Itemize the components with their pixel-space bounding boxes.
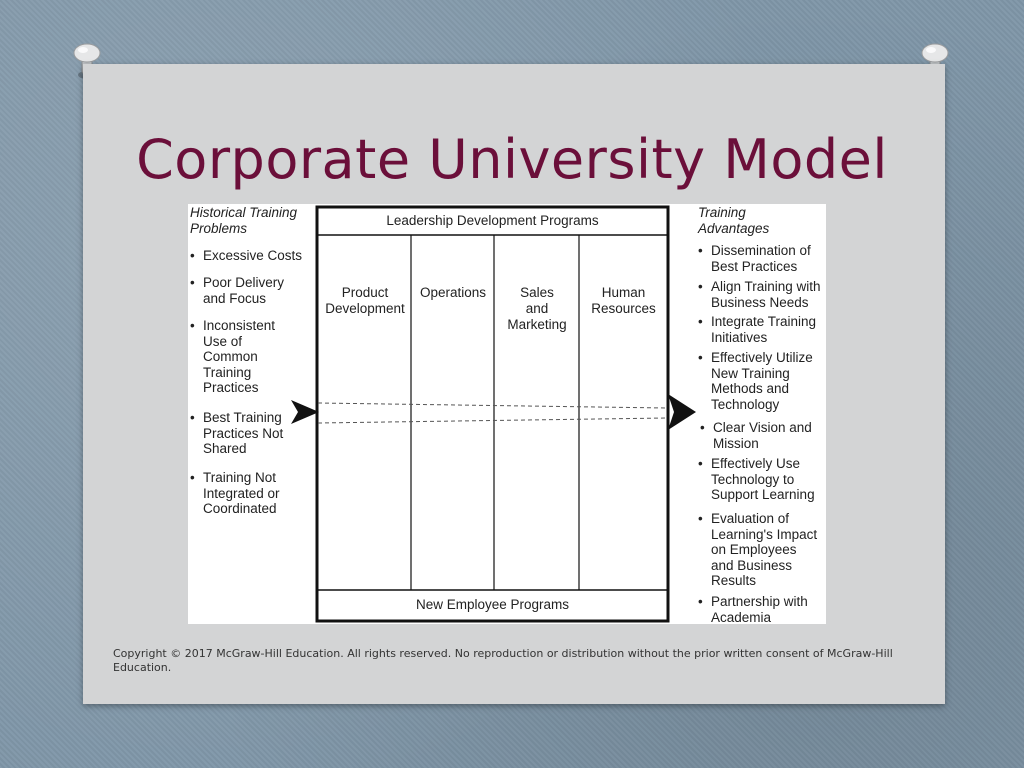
advantage-line: Best Practices [711,258,798,274]
column-label-product-development: Product Development [319,285,411,317]
problem-line: Practices [203,380,259,396]
advantage-line: Technology [711,396,780,412]
problem-line: Practices Not [203,425,284,441]
problem-item: • Training Not Integrated or Coordinated [190,470,280,517]
bullet: • [190,470,195,485]
column-label-line: Resources [591,301,656,316]
advantage-line: Results [711,573,757,589]
advantage-line: Initiatives [711,329,768,345]
bullet: • [698,511,703,526]
advantage-line: Methods and [711,381,790,397]
bullet: • [698,456,703,471]
advantage-line: Align Training with [711,279,821,294]
advantage-line: Effectively Use [711,456,801,471]
left-heading: Historical Training Problems [190,205,297,237]
problem-line: Integrated or [203,485,280,501]
advantage-line: Partnership with [711,594,808,609]
problem-line: Training Not [203,470,277,485]
problem-line: Shared [203,441,247,457]
advantage-line: Learning's Impact [711,526,818,542]
advantage-line: Support Learning [711,487,815,503]
advantage-item: • Effectively Utilize New Training Metho… [698,350,813,412]
advantage-line: and Business [711,557,793,573]
column-label-line: Sales [520,285,554,300]
advantage-item: • Clear Vision and Mission [700,420,812,451]
left-heading-line: Historical Training [190,205,298,220]
advantage-line: Evaluation of [711,511,790,526]
column-label-line: Product [341,285,389,300]
problem-item: • Best Training Practices Not Shared [190,410,284,457]
right-heading-line: Advantages [698,221,770,236]
problem-line: Training [203,364,252,380]
problem-line: Inconsistent [203,318,276,333]
column-label-line: and [525,301,549,316]
problem-line: and Focus [203,290,267,306]
advantage-line: Integrate Training [711,314,817,329]
advantage-item: • Dissemination of Best Practices [698,243,811,274]
problem-item: • Poor Delivery and Focus [190,275,285,306]
arrow-right-icon [291,400,319,424]
program-box [291,205,696,623]
problem-line: Best Training [203,410,282,425]
arrow-right-icon [668,394,696,430]
advantage-line: Dissemination of [711,243,811,258]
advantage-line: Clear Vision and [713,420,812,435]
advantage-item: • Effectively Use Technology to Support … [698,456,815,503]
bullet: • [698,350,703,365]
column-label-line: Development [325,301,405,316]
bullet: • [190,248,195,263]
column-label-operations: Operations [412,285,494,301]
slide-title: Corporate University Model [136,128,888,191]
problem-line: Excessive Costs [203,248,303,263]
problem-line: Poor Delivery [203,275,285,290]
bullet: • [700,420,705,435]
new-employee-programs-label: New Employee Programs [415,597,570,612]
left-heading-line: Problems [190,221,248,236]
advantage-line: Effectively Utilize [711,350,813,365]
column-label-sales-marketing: Sales and Marketing [495,285,579,333]
advantage-item: • Integrate Training Initiatives [698,314,817,345]
copyright-notice: Copyright © 2017 McGraw-Hill Education. … [113,647,893,674]
column-label-line: Human [601,285,646,300]
problem-line: Coordinated [203,501,277,517]
column-label-line: Operations [419,285,487,300]
advantage-item: • Partnership with Academia [698,594,808,625]
bullet: • [698,314,703,329]
advantage-line: Academia [711,609,772,625]
advantage-line: on Employees [711,542,797,558]
advantage-item: • Evaluation of Learning's Impact on Emp… [698,511,818,589]
advantage-line: Business Needs [711,294,809,310]
bullet: • [698,594,703,609]
advantage-line: Technology to [711,471,795,487]
advantage-item: • Align Training with Business Needs [698,279,821,310]
problem-item: • Inconsistent Use of Common Training Pr… [190,318,276,396]
problem-item: • Excessive Costs [190,248,303,264]
right-heading-line: Training [698,205,746,220]
leadership-programs-label: Leadership Development Programs [386,213,599,228]
bullet: • [190,275,195,290]
advantage-line: Mission [713,435,759,451]
problem-line: Use of [203,333,243,349]
bullet: • [698,243,703,258]
column-label-human-resources: Human Resources [580,285,667,317]
problem-line: Common [203,349,258,365]
bullet: • [190,318,195,333]
corporate-university-diagram: Historical Training Problems • Excessive… [188,204,826,625]
advantage-line: New Training [711,365,790,381]
right-heading: Training Advantages [698,205,769,237]
bullet: • [190,410,195,425]
bullet: • [698,279,703,294]
column-label-line: Marketing [507,317,567,332]
